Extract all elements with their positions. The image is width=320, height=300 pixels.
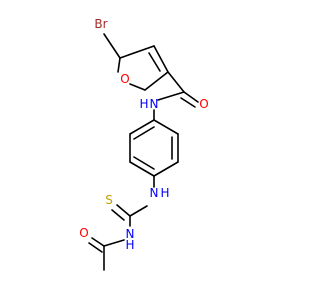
bond-b4-b5-inner [133, 156, 155, 170]
bond-o-c5 [117, 57, 121, 73]
atom-o-amide: O [199, 97, 208, 111]
atom-h-amide: H [139, 97, 148, 111]
benzene-ring [129, 119, 179, 177]
atom-n-amide: N [150, 97, 159, 111]
bond-furan-carbonyl [167, 71, 185, 93]
bond-c-s-double [111, 209, 125, 221]
bond-b3-b4 [153, 161, 179, 177]
bond-acyl-o [91, 237, 105, 247]
bond-nh-cs [129, 205, 148, 217]
atom-n-acetyl: N [126, 227, 135, 241]
atom-s: S [105, 193, 113, 207]
bond-acyl-o-double [88, 242, 103, 253]
bond-carbonyl-o [183, 91, 199, 103]
bond-b6-b1 [129, 119, 155, 135]
atom-o-acetyl: O [79, 226, 88, 240]
bond-c2-o [129, 83, 146, 91]
bond-c4-c3-double [148, 52, 161, 72]
bond-carbonyl-n [157, 91, 185, 101]
bond-c5-c4 [119, 45, 155, 59]
atom-h-thiourea: H [160, 186, 169, 200]
bond-c-s [116, 204, 131, 217]
atom-h-acetyl: H [125, 238, 134, 252]
furan-ring [117, 45, 169, 91]
structure-svg: Br O O N H N H S N H O [79, 17, 209, 271]
bond-carbonyl-o-double [180, 97, 196, 108]
atom-o-furan: O [120, 72, 129, 86]
bond-c3-c2 [144, 71, 169, 91]
bond-b6-b1-inner [133, 126, 155, 140]
bond-b1-b2 [153, 119, 179, 135]
bond-b4-b5 [129, 161, 155, 177]
molecule-diagram: Br O O N H N H S N H O [79, 17, 209, 271]
atom-br: Br [94, 17, 107, 31]
bond-nh-acyl [103, 239, 125, 247]
bond-c5-br [103, 33, 121, 59]
bond-c4-c3 [153, 45, 169, 73]
atom-n-thiourea: N [150, 186, 159, 200]
